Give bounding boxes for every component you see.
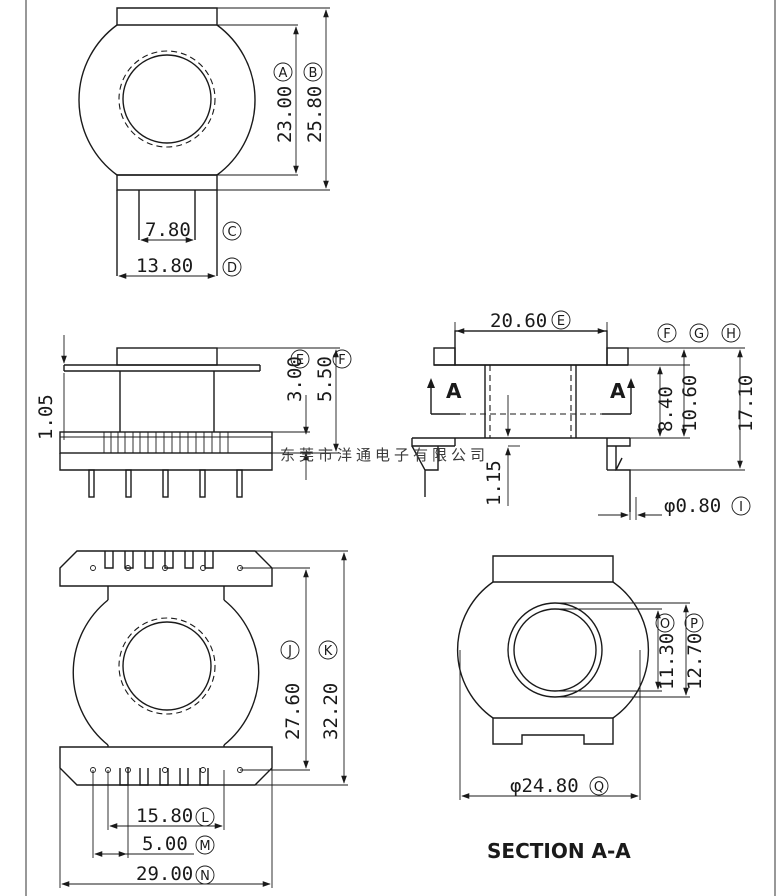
dim-M-value: 5.00 <box>142 833 188 855</box>
tag-F-side: F <box>657 323 677 343</box>
dim-A-value: 23.00 <box>274 86 296 143</box>
svg-text:B: B <box>309 66 318 81</box>
svg-text:E: E <box>557 314 565 329</box>
dim-I-value: φ0.80 <box>664 495 721 517</box>
tag-J: J <box>280 640 300 660</box>
svg-text:M: M <box>199 839 210 854</box>
dim-H2-value: 17.10 <box>735 375 757 432</box>
section-marker-left: A <box>446 379 462 403</box>
dim-G-value: 8.40 <box>655 386 677 432</box>
tag-E-front: E <box>290 349 310 369</box>
tag-L: L <box>195 807 215 827</box>
svg-text:P: P <box>690 617 698 632</box>
dim-B-value: 25.80 <box>304 86 326 143</box>
dim-D-value: 13.80 <box>136 255 193 277</box>
svg-text:C: C <box>227 225 236 240</box>
svg-text:D: D <box>227 261 237 276</box>
tag-E-side: E <box>551 310 571 330</box>
tag-N: N <box>195 865 215 885</box>
tag-K: K <box>318 640 338 660</box>
tag-O: O <box>655 613 675 633</box>
dim-H-value: 10.60 <box>679 375 701 432</box>
tag-D: D <box>222 257 242 277</box>
top-view <box>78 7 330 279</box>
svg-text:J: J <box>287 644 292 659</box>
tag-I: I <box>731 496 751 516</box>
dim-Q-value: φ24.80 <box>510 775 579 797</box>
section-view <box>456 555 690 800</box>
dim-F-value: 5.50 <box>314 356 336 402</box>
tag-C: C <box>222 221 242 241</box>
tag-P: P <box>684 613 704 633</box>
dim-K-value: 32.20 <box>320 683 342 740</box>
svg-text:E: E <box>296 353 304 368</box>
svg-text:Q: Q <box>594 780 604 795</box>
front-view <box>59 335 340 498</box>
tag-B: B <box>303 62 323 82</box>
svg-text:K: K <box>324 644 333 659</box>
dim-L-value: 15.80 <box>136 805 193 827</box>
dim-E-top-value: 20.60 <box>490 310 547 332</box>
svg-text:F: F <box>663 327 670 342</box>
dim-pin-length-value: 1.15 <box>483 460 505 506</box>
dim-P-value: 12.70 <box>684 633 706 690</box>
svg-text:A: A <box>279 66 288 81</box>
bottom-view <box>59 550 348 888</box>
svg-text:O: O <box>660 617 670 632</box>
svg-text:N: N <box>200 869 210 884</box>
svg-text:G: G <box>694 327 704 342</box>
tag-M: M <box>195 835 215 855</box>
tag-Q: Q <box>589 776 609 796</box>
svg-text:I: I <box>739 500 743 515</box>
tag-G: G <box>689 323 709 343</box>
section-title: SECTION A-A <box>487 839 631 863</box>
svg-text:H: H <box>726 327 736 342</box>
svg-text:F: F <box>338 353 345 368</box>
tag-H: H <box>721 323 741 343</box>
tag-F-front: F <box>332 349 352 369</box>
dim-C-value: 7.80 <box>145 219 191 241</box>
dim-O-value: 11.30 <box>656 633 678 690</box>
tag-A: A <box>273 62 293 82</box>
watermark-text: 东莞市洋通电子有限公司 <box>280 446 489 464</box>
section-marker-right: A <box>610 379 626 403</box>
svg-text:L: L <box>201 811 209 826</box>
dim-1.05-value: 1.05 <box>35 394 57 440</box>
dim-J-value: 27.60 <box>282 683 304 740</box>
side-view <box>411 322 745 520</box>
dim-N-value: 29.00 <box>136 863 193 885</box>
